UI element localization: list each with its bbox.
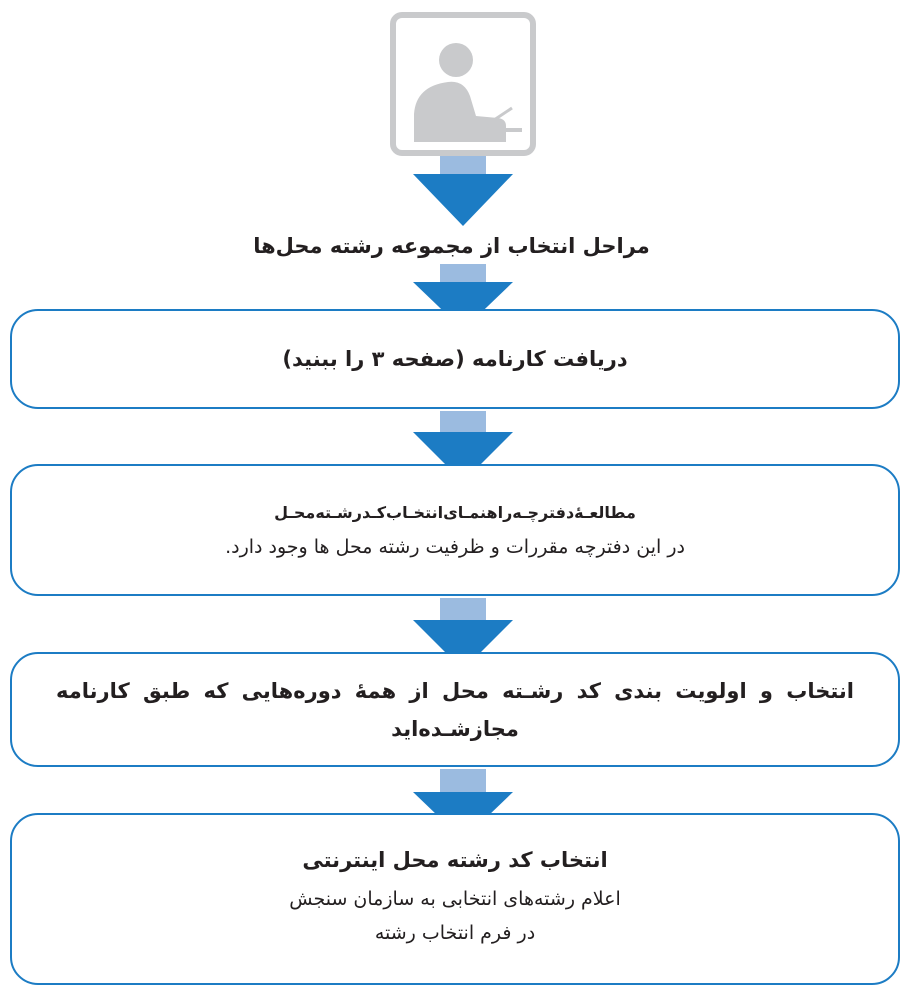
arrow-connector-2	[413, 264, 513, 330]
step-4-description-line-2: در فرم انتخاب رشته	[374, 922, 536, 944]
arrow-connector-3	[413, 411, 513, 482]
person-writing-icon	[390, 12, 536, 156]
arrow-connector-4	[413, 598, 513, 670]
page-title: مراحل انتخاب از مجموعه رشته محل‌ها	[253, 234, 650, 258]
step-2-heading: مطالعـۀدفترچـه‌راهنمـای‌انتخـاب‌کـدرشـته…	[274, 502, 636, 522]
step-box-select-and-prioritize: انتخاب و اولویت بندی کد رشـته محل از همۀ…	[10, 652, 900, 767]
step-4-heading: انتخاب کد رشته محل اینترنتی	[302, 848, 608, 872]
step-3-heading: انتخاب و اولویت بندی کد رشـته محل از همۀ…	[56, 678, 854, 741]
step-1-heading: دریافت کارنامه (صفحه ۳ را ببنید)	[282, 347, 628, 371]
step-box-online-selection: انتخاب کد رشته محل اینترنتی اعلام رشته‌ه…	[10, 813, 900, 985]
step-box-receive-report-card: دریافت کارنامه (صفحه ۳ را ببنید)	[10, 309, 900, 409]
step-4-description-line-1: اعلام رشته‌های انتخابی به سازمان سنجش	[289, 888, 621, 910]
step-box-read-guide: مطالعـۀدفترچـه‌راهنمـای‌انتخـاب‌کـدرشـته…	[10, 464, 900, 596]
arrow-connector-1	[413, 156, 513, 226]
step-2-description: در این دفترچه مقررات و ظرفیت رشته محل ها…	[225, 535, 685, 558]
